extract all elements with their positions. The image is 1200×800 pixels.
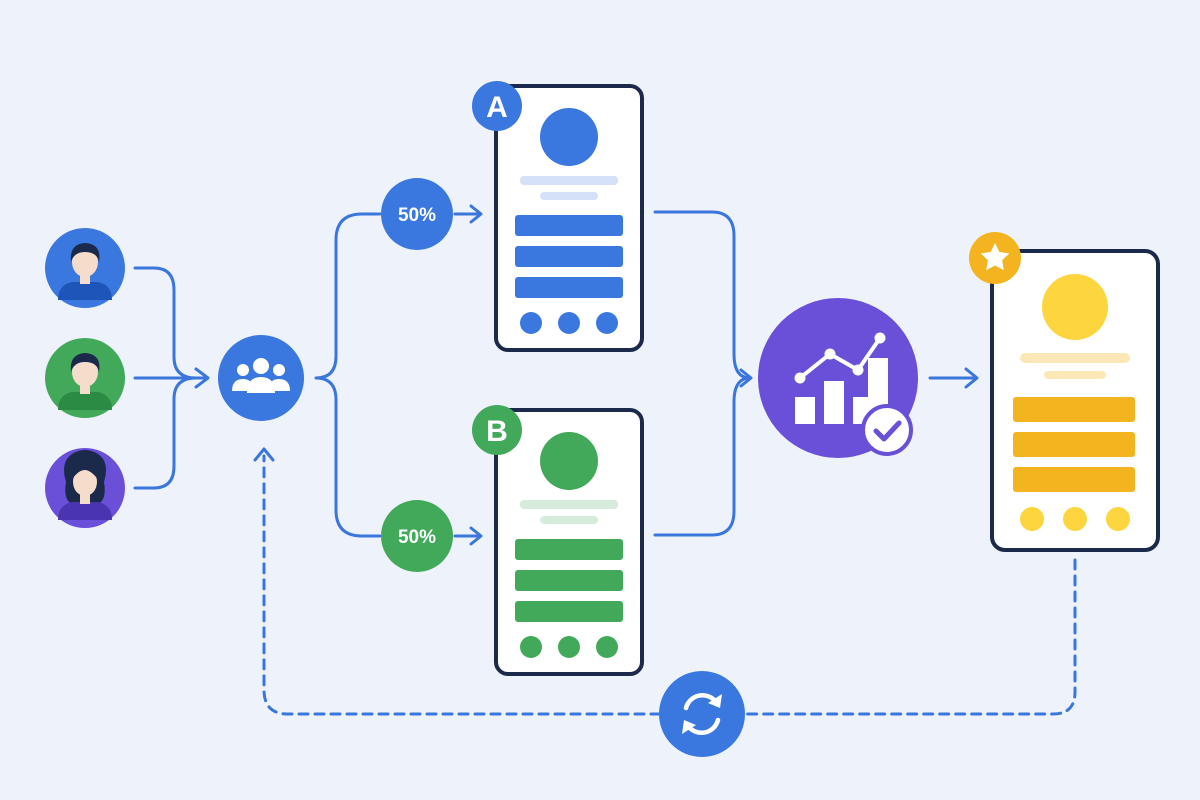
variant-b-badge-label: B bbox=[486, 415, 508, 448]
refresh-arrow-head bbox=[682, 720, 696, 734]
split-a-label: 50% bbox=[398, 205, 436, 226]
feedback-node bbox=[659, 671, 745, 757]
split-b-label: 50% bbox=[398, 527, 436, 548]
variant-a-badge-label: A bbox=[486, 91, 508, 124]
analytics-node bbox=[758, 298, 918, 458]
variant-a-bar bbox=[515, 215, 623, 236]
winner-phone bbox=[990, 249, 1160, 552]
variant-a-dot bbox=[520, 312, 542, 334]
variant-b-dot bbox=[520, 636, 542, 658]
variant-a-text-line bbox=[520, 176, 618, 185]
user-woman-icon bbox=[58, 450, 112, 520]
variant-b-text-line bbox=[520, 500, 618, 509]
audience-node bbox=[218, 335, 304, 421]
winner-badge bbox=[969, 232, 1021, 284]
winner-text-line bbox=[1044, 371, 1106, 379]
variant-b-text-line bbox=[540, 516, 598, 524]
user-merge-connector bbox=[133, 266, 208, 490]
checkmark-icon bbox=[861, 404, 913, 456]
variant-b-badge: B bbox=[472, 405, 522, 455]
variant-a-text-line bbox=[540, 192, 598, 200]
split-a-badge: 50% bbox=[381, 178, 453, 250]
winner-arrow bbox=[928, 367, 979, 389]
variant-b-dot bbox=[558, 636, 580, 658]
variant-b-hero-circle bbox=[540, 432, 598, 490]
feedback-loop-connector bbox=[262, 454, 1077, 716]
feedback-arrowhead bbox=[253, 447, 275, 462]
split-b-arrow bbox=[453, 526, 483, 546]
variant-a-bar bbox=[515, 246, 623, 267]
variant-a-dot bbox=[558, 312, 580, 334]
winner-bar bbox=[1013, 467, 1135, 492]
split-b-badge: 50% bbox=[381, 500, 453, 572]
variant-b-phone bbox=[494, 408, 644, 676]
analytics-arrowhead bbox=[739, 368, 753, 388]
variant-a-phone bbox=[494, 84, 644, 352]
user-avatar-3 bbox=[45, 448, 125, 528]
group-icon bbox=[232, 358, 290, 393]
user-avatar-1 bbox=[45, 228, 125, 308]
winner-dot bbox=[1020, 507, 1044, 531]
variant-b-bar bbox=[515, 601, 623, 622]
variant-b-dot bbox=[596, 636, 618, 658]
user-man-icon bbox=[58, 353, 112, 410]
variant-a-hero-circle bbox=[540, 108, 598, 166]
results-merge-connector bbox=[653, 210, 752, 537]
split-a-arrow bbox=[453, 204, 483, 224]
winner-dot bbox=[1106, 507, 1130, 531]
connectors bbox=[133, 204, 1077, 716]
refresh-arrow-head bbox=[708, 694, 722, 708]
refresh-cycle-icon bbox=[683, 693, 721, 735]
variant-a-bar bbox=[515, 277, 623, 298]
audience-arrowhead bbox=[194, 367, 210, 389]
variant-a-dot bbox=[596, 312, 618, 334]
winner-dot bbox=[1063, 507, 1087, 531]
winner-bar bbox=[1013, 397, 1135, 422]
user-man-icon bbox=[58, 243, 112, 300]
winner-text-line bbox=[1020, 353, 1130, 363]
user-column bbox=[45, 228, 125, 528]
variant-b-bar bbox=[515, 570, 623, 591]
user-avatar-2 bbox=[45, 338, 125, 418]
split-connector bbox=[314, 212, 382, 538]
variant-a-badge: A bbox=[472, 81, 522, 131]
star-icon bbox=[980, 243, 1010, 271]
winner-bar bbox=[1013, 432, 1135, 457]
winner-hero-circle bbox=[1042, 274, 1108, 340]
variant-b-bar bbox=[515, 539, 623, 560]
